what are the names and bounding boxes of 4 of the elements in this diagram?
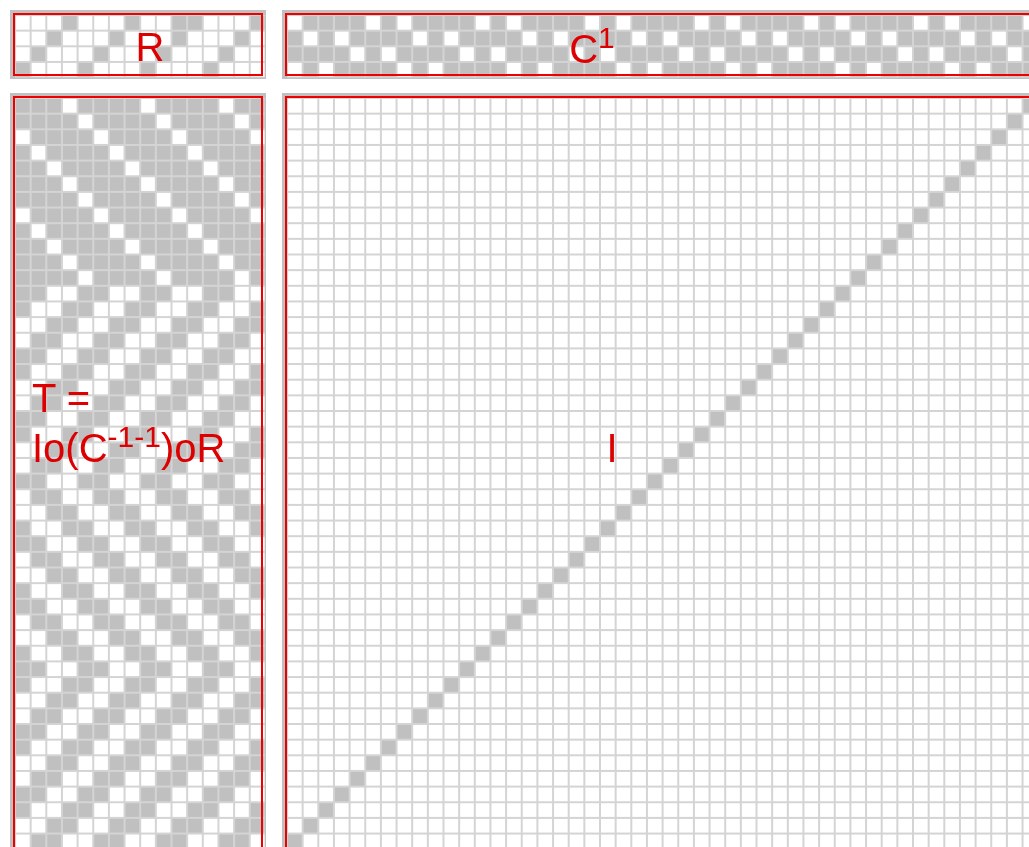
panel-label: R bbox=[134, 24, 166, 71]
panel-label: I bbox=[605, 425, 619, 472]
panel-label: C$^{1}$ bbox=[568, 24, 616, 73]
panel-label: T = Io(C$^{-1-1}$)oR bbox=[32, 375, 227, 472]
